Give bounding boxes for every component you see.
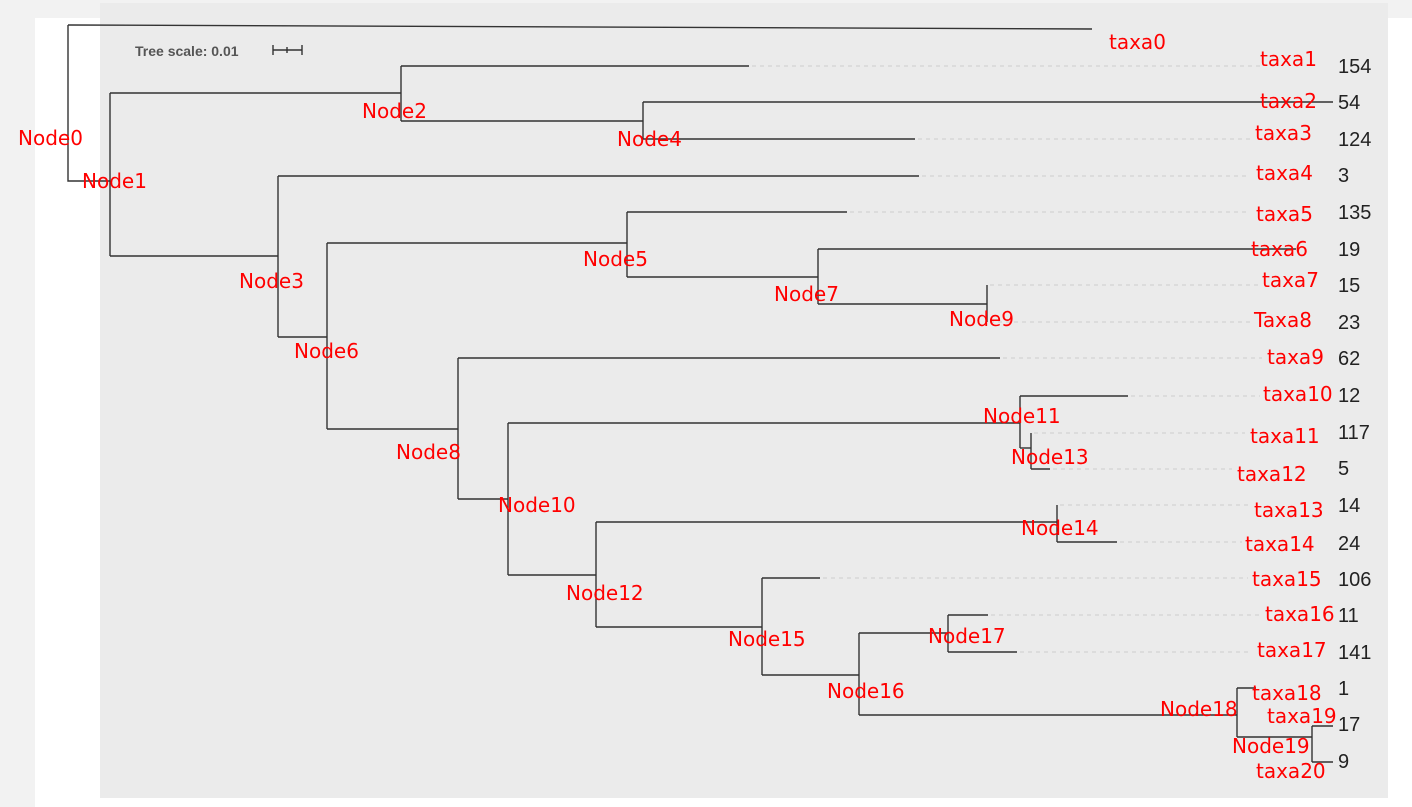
leaf-value-3: 124: [1338, 129, 1371, 151]
leaf-value-10: 12: [1338, 385, 1360, 407]
taxa-label-5: taxa5: [1256, 202, 1313, 226]
taxa-label-15: taxa15: [1252, 567, 1322, 591]
node-label-3: Node3: [239, 269, 304, 293]
taxa-label-8: Taxa8: [1253, 308, 1312, 332]
leaf-value-7: 15: [1338, 275, 1360, 297]
node-label-11: Node11: [983, 404, 1061, 428]
tree-scale-label: Tree scale: 0.01: [135, 43, 239, 59]
leaf-value-19: 17: [1338, 714, 1360, 736]
tree-panel: [100, 3, 1388, 798]
leaf-value-9: 62: [1338, 348, 1360, 370]
taxa-label-1: taxa1: [1260, 47, 1317, 71]
tree-scale-bar: [272, 45, 303, 55]
taxa-label-13: taxa13: [1254, 498, 1324, 522]
node-label-17: Node17: [928, 624, 1006, 648]
tree-branch: [67, 25, 110, 182]
node-label-16: Node16: [827, 679, 905, 703]
tree-scale: Tree scale: 0.01: [135, 43, 303, 59]
node-label-9: Node9: [949, 307, 1014, 331]
node-label-5: Node5: [583, 247, 648, 271]
node-label-2: Node2: [362, 99, 427, 123]
taxa-label-16: taxa16: [1265, 602, 1335, 626]
node-label-15: Node15: [728, 627, 806, 651]
node-label-4: Node4: [617, 127, 682, 151]
leaf-value-13: 14: [1338, 495, 1360, 517]
taxa-label-4: taxa4: [1256, 161, 1313, 185]
taxa-label-18: taxa18: [1252, 681, 1322, 705]
taxa-label-0: taxa0: [1109, 30, 1166, 54]
leaf-value-17: 141: [1338, 642, 1371, 664]
leaf-value-18: 1: [1338, 678, 1349, 700]
taxa-label-10: taxa10: [1263, 382, 1333, 406]
leaf-value-1: 154: [1338, 56, 1371, 78]
node-label-19: Node19: [1232, 734, 1310, 758]
tree-branch: [67, 24, 1093, 30]
node-label-1: Node1: [82, 169, 147, 193]
leaf-value-4: 3: [1338, 165, 1349, 187]
node-label-0: Node0: [18, 126, 83, 150]
node-label-18: Node18: [1160, 697, 1238, 721]
taxa-label-7: taxa7: [1262, 268, 1319, 292]
taxa-label-3: taxa3: [1255, 121, 1312, 145]
leaf-value-20: 9: [1338, 751, 1349, 773]
taxa-label-17: taxa17: [1257, 638, 1327, 662]
leaf-value-14: 24: [1338, 533, 1360, 555]
leaf-value-6: 19: [1338, 239, 1360, 261]
leaf-value-16: 11: [1338, 605, 1359, 627]
node-label-6: Node6: [294, 339, 359, 363]
taxa-label-12: taxa12: [1237, 462, 1307, 486]
leaf-value-12: 5: [1338, 458, 1349, 480]
node-label-8: Node8: [396, 440, 461, 464]
leaf-value-15: 106: [1338, 569, 1371, 591]
taxa-label-9: taxa9: [1267, 345, 1324, 369]
leaf-value-2: 54: [1338, 92, 1360, 114]
taxa-label-6: taxa6: [1251, 237, 1308, 261]
taxa-label-11: taxa11: [1250, 424, 1320, 448]
taxa-label-14: taxa14: [1245, 532, 1315, 556]
node-label-12: Node12: [566, 581, 644, 605]
leaf-value-8: 23: [1338, 312, 1360, 334]
leaf-value-11: 117: [1338, 422, 1370, 444]
leaf-value-5: 135: [1338, 202, 1371, 224]
taxa-label-2: taxa2: [1260, 89, 1317, 113]
node-label-7: Node7: [774, 282, 839, 306]
node-label-10: Node10: [498, 493, 576, 517]
taxa-label-20: taxa20: [1256, 759, 1326, 783]
node-label-13: Node13: [1011, 445, 1089, 469]
taxa-label-19: taxa19: [1267, 704, 1337, 728]
node-label-14: Node14: [1021, 516, 1099, 540]
